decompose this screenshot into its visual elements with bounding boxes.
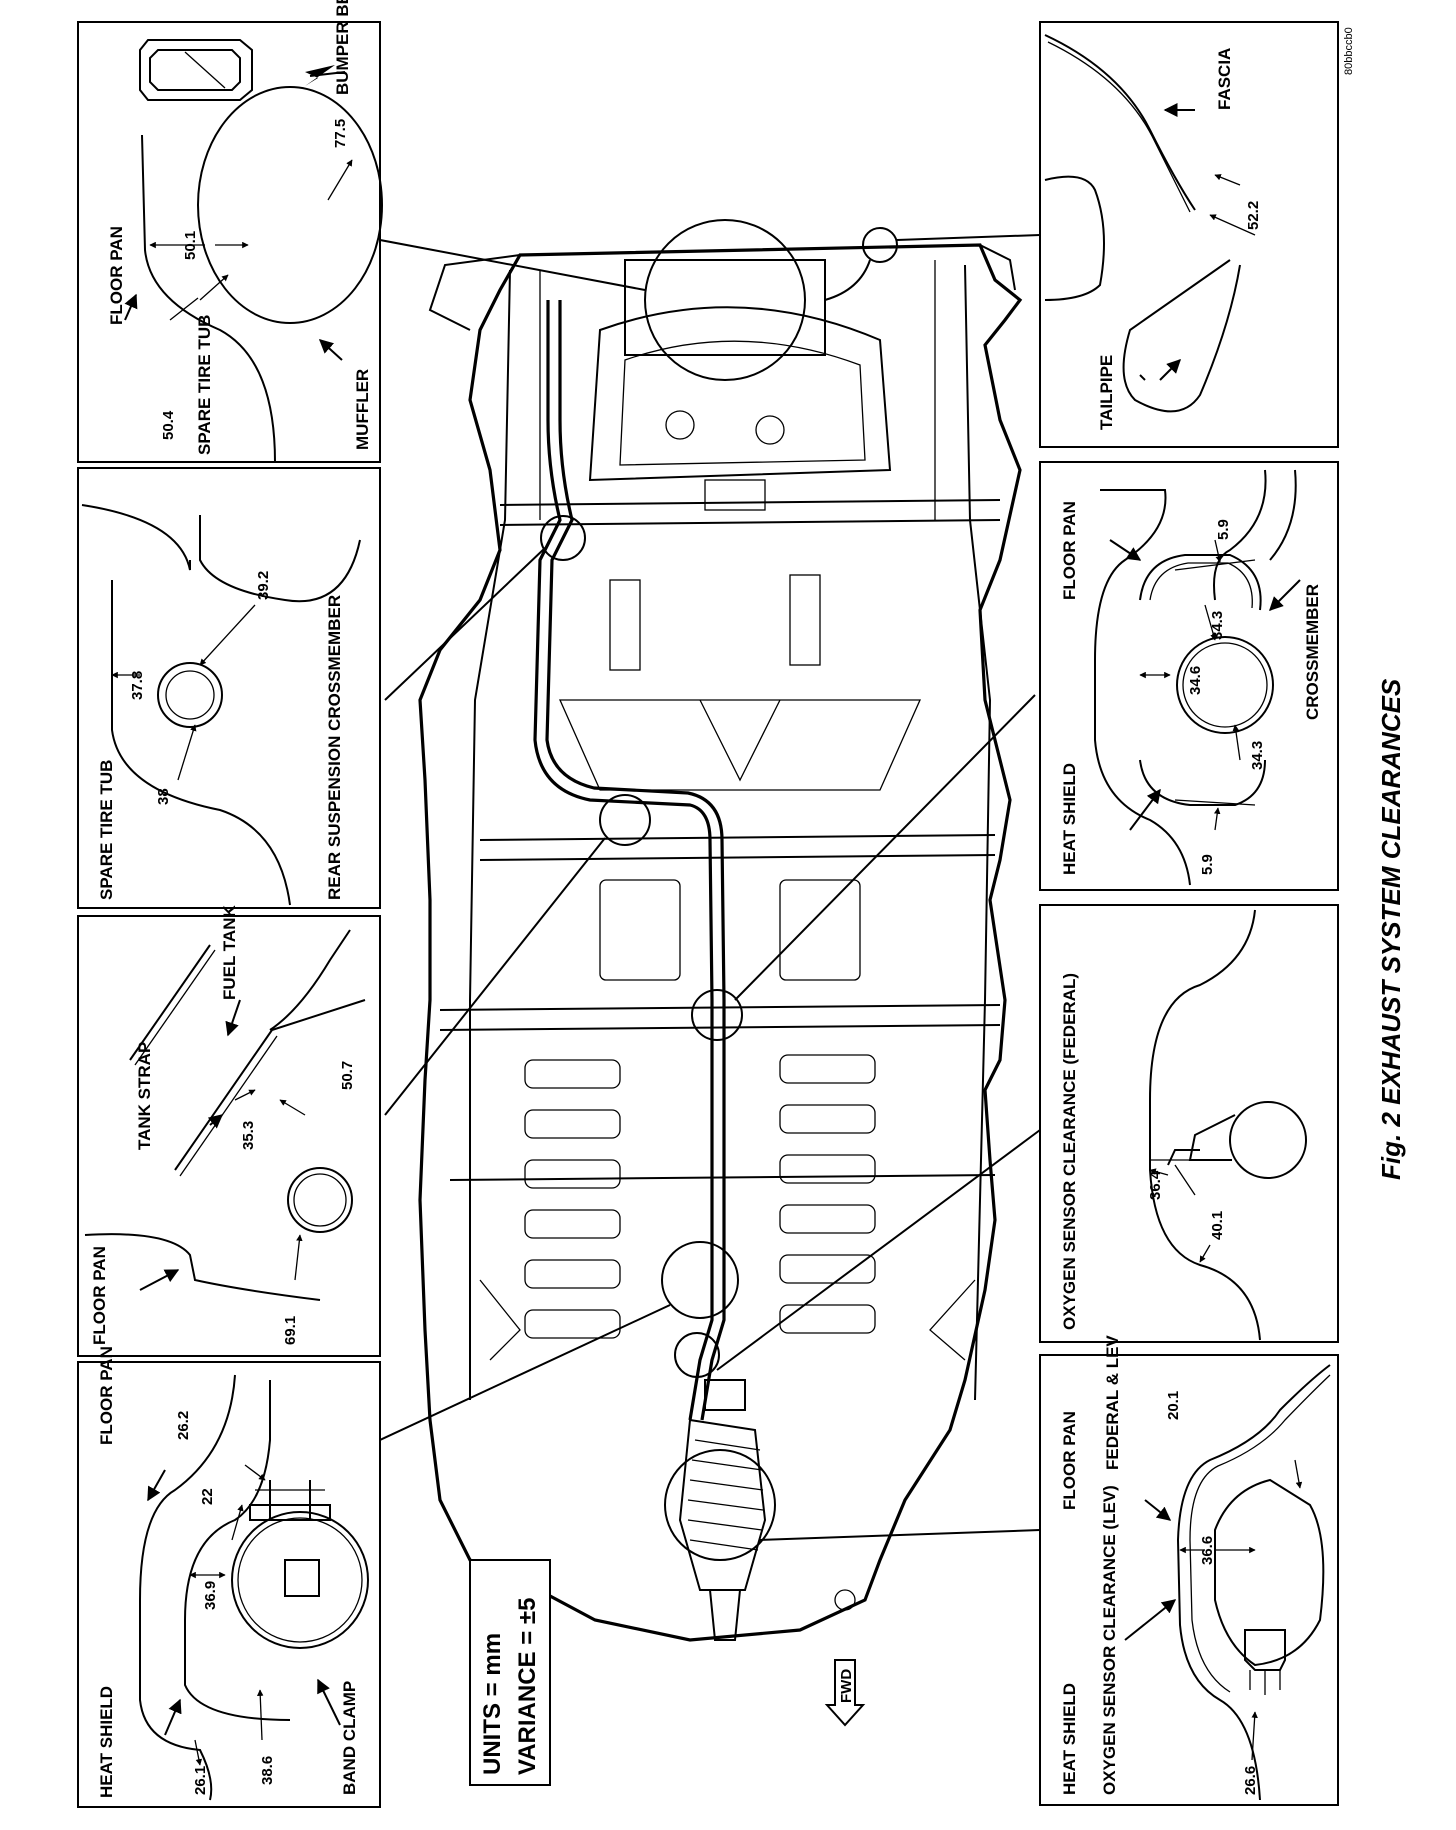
dim-50-7: 50.7 [339, 1061, 356, 1090]
units-text: UNITS = mm [479, 1633, 506, 1775]
dim-26-6: 26.6 [1242, 1766, 1259, 1795]
label-floor-pan-6: FLOOR PAN [1060, 1411, 1079, 1510]
car-underbody [379, 219, 1041, 1642]
panel-muffler: BUMPER BEAM 77.5 50.1 FLOOR PAN 50.4 SPA… [77, 0, 383, 463]
dim-34-6: 34.6 [1187, 666, 1204, 695]
fwd-arrow: FWD [824, 1659, 866, 1727]
floor-ribs [479, 879, 976, 1621]
callout-heat-shield [691, 989, 743, 1041]
callout-crossmember [540, 515, 586, 561]
variance-text: VARIANCE = ±5 [514, 1598, 541, 1775]
label-heat-shield-6: HEAT SHIELD [1060, 1683, 1079, 1795]
panel-crossmember: 39.2 37.8 38 SPARE TIRE TUB REAR SUSPENS… [77, 467, 381, 909]
dim-5-9-bottom: 5.9 [1199, 854, 1216, 875]
label-spare-tire-tub-2: SPARE TIRE TUB [97, 760, 116, 900]
label-floor-pan-3: FLOOR PAN [90, 1246, 109, 1345]
dim-26-2: 26.2 [175, 1411, 192, 1440]
label-crossmember: CROSSMEMBER [1303, 584, 1322, 720]
label-band-clamp: BAND CLAMP [340, 1681, 359, 1795]
dim-26-1: 26.1 [192, 1766, 209, 1795]
label-fascia: FASCIA [1215, 48, 1234, 110]
dim-20-1: 20.1 [1165, 1391, 1182, 1420]
dim-35-3: 35.3 [240, 1121, 257, 1150]
label-floor-pan: FLOOR PAN [107, 226, 126, 325]
label-tank-strap: TANK STRAP [135, 1042, 154, 1150]
figure-code: 80bbccb0 [1343, 27, 1355, 75]
label-federal-lev: FEDERAL & LEV [1103, 1335, 1122, 1470]
dim-34-3-bottom: 34.3 [1249, 741, 1266, 770]
label-oxygen-lev: OXYGEN SENSOR CLEARANCE (LEV) [1100, 1485, 1119, 1795]
panel-tailpipe: FASCIA 52.2 TAILPIPE [1039, 21, 1339, 448]
callout-band-clamp [661, 1241, 739, 1319]
callout-fuel-tank [599, 794, 651, 846]
dim-5-9-top: 5.9 [1215, 519, 1232, 540]
dim-52-2: 52.2 [1245, 201, 1262, 230]
panel-oxygen-federal: OXYGEN SENSOR CLEARANCE (FEDERAL) 36.4 4… [1039, 904, 1339, 1343]
label-spare-tire-tub: SPARE TIRE TUB [195, 315, 214, 455]
label-floor-pan-4: FLOOR PAN [97, 1346, 116, 1445]
label-tailpipe: TAILPIPE [1097, 355, 1116, 430]
muffler-shape [624, 259, 826, 356]
units-box: UNITS = mm VARIANCE = ±5 [469, 1559, 551, 1786]
dim-22: 22 [199, 1488, 216, 1505]
label-muffler: MUFFLER [353, 369, 372, 450]
label-fuel-tank: FUEL TANK [220, 905, 239, 1000]
dim-50-1: 50.1 [182, 231, 199, 260]
label-heat-shield-5: HEAT SHIELD [1060, 763, 1079, 875]
label-heat-shield-4: HEAT SHIELD [97, 1686, 116, 1798]
fwd-label: FWD [838, 1669, 855, 1703]
panel-fuel-tank: FUEL TANK TANK STRAP 50.7 35.3 69.1 FLOO… [77, 905, 381, 1357]
catalytic-converter [678, 1418, 767, 1591]
dim-69-1: 69.1 [282, 1316, 299, 1345]
dim-36-6: 36.6 [1199, 1536, 1216, 1565]
dim-38: 38 [155, 788, 172, 805]
dim-36-4: 36.4 [1147, 1170, 1164, 1200]
label-rear-suspension-crossmember: REAR SUSPENSION CROSSMEMBER [325, 595, 344, 900]
dim-39-2: 39.2 [255, 571, 272, 600]
dim-34-3-top: 34.3 [1209, 611, 1226, 640]
dim-40-1: 40.1 [1209, 1211, 1226, 1240]
exhaust-pipe [533, 300, 714, 1421]
dim-36-9: 36.9 [202, 1581, 219, 1610]
panel-heat-shield: FLOOR PAN 5.9 34.3 34.6 CROSSMEMBER 34.3… [1039, 461, 1339, 891]
callout-oxygen-lev [664, 1449, 776, 1561]
figure-caption: Fig. 2 EXHAUST SYSTEM CLEARANCES [1376, 678, 1406, 1180]
label-bumper-beam: BUMPER BEAM [333, 0, 352, 95]
dim-50-4: 50.4 [160, 410, 177, 440]
callout-oxygen-federal [674, 1332, 720, 1378]
panel-band-clamp: FLOOR PAN 26.2 22 36.9 HEAT SHIELD 26.1 … [77, 1346, 381, 1808]
dim-77-5: 77.5 [332, 119, 349, 148]
callout-tailpipe [862, 227, 898, 263]
label-floor-pan-5: FLOOR PAN [1060, 501, 1079, 600]
dim-38-6: 38.6 [259, 1756, 276, 1785]
dim-37-8: 37.8 [129, 671, 146, 700]
label-oxygen-federal: OXYGEN SENSOR CLEARANCE (FEDERAL) [1060, 973, 1079, 1330]
panel-oxygen-lev: FLOOR PAN FEDERAL & LEV 20.1 36.6 HEAT S… [1039, 1335, 1339, 1806]
callout-muffler [644, 219, 806, 381]
